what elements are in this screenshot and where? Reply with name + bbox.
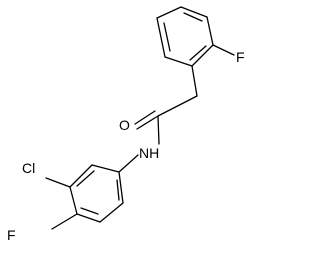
- bond-ring1-d: [191, 44, 214, 67]
- bond-carbonyl-a: [136, 115, 159, 130]
- bond-ch2-carbonyl: [157, 95, 198, 117]
- bond-carbonyl-b: [134, 110, 156, 125]
- bond-ring1-c: [206, 16, 214, 46]
- bond-ring2-e: [69, 164, 93, 188]
- bond-ring1-a: [156, 6, 182, 19]
- bond-ring1-double-3: [189, 45, 207, 61]
- chlorofluorophenyl-ring: [69, 164, 124, 223]
- molecule-canvas: F O NH Cl F: [7, 6, 245, 243]
- bond-c-f-top: [212, 44, 235, 56]
- bond-ring2-f: [91, 164, 120, 173]
- bond-n-ring: [118, 154, 139, 173]
- bond-ring2-double-2: [80, 207, 99, 215]
- bond-ring2-c: [76, 213, 101, 223]
- bond-ring1-f: [156, 17, 166, 58]
- fluorophenyl-ring: [156, 6, 214, 67]
- fluorine-top-label: F: [236, 49, 245, 65]
- bond-c-cl: [45, 177, 71, 188]
- bond-ring2-a: [118, 171, 124, 204]
- oxygen-label: O: [119, 117, 130, 133]
- bond-ring2-d: [69, 186, 78, 215]
- bond-ring2-double-3: [76, 170, 95, 187]
- bond-ring-ch2: [191, 65, 198, 97]
- bond-c-f-bottom: [51, 213, 78, 230]
- bond-ring1-double-2: [183, 12, 203, 22]
- chlorine-label: Cl: [22, 160, 35, 176]
- bond-carbonyl-n: [157, 115, 160, 145]
- bond-ring2-b: [99, 202, 124, 223]
- amide-nitrogen-label: NH: [139, 145, 159, 161]
- bond-ring1-b: [180, 6, 208, 18]
- fluorine-bottom-label: F: [7, 227, 16, 243]
- bond-ring1-e: [164, 56, 193, 67]
- bond-ring2-double-1: [116, 179, 120, 201]
- bond-ring1-double-1: [163, 22, 171, 52]
- structure-diagram: F O NH Cl F: [7, 6, 245, 243]
